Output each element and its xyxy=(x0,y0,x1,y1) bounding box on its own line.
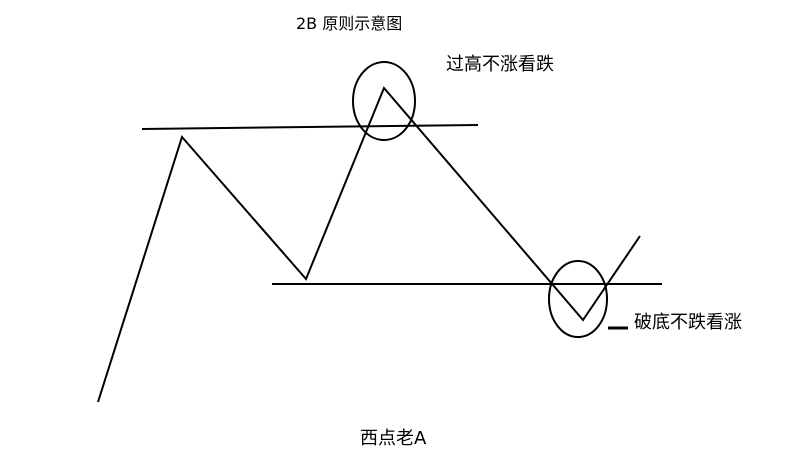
diagram-title: 2B 原则示意图 xyxy=(296,14,403,33)
top-circle xyxy=(352,61,416,141)
author-signature: 西点老A xyxy=(360,428,427,449)
resistance-line xyxy=(141,124,479,130)
price-path xyxy=(97,86,641,403)
annotation-top: 过高不涨看跌 xyxy=(446,54,554,75)
bottom-circle xyxy=(548,260,608,338)
annotation-bottom: 破底不跌看涨 xyxy=(634,312,742,333)
